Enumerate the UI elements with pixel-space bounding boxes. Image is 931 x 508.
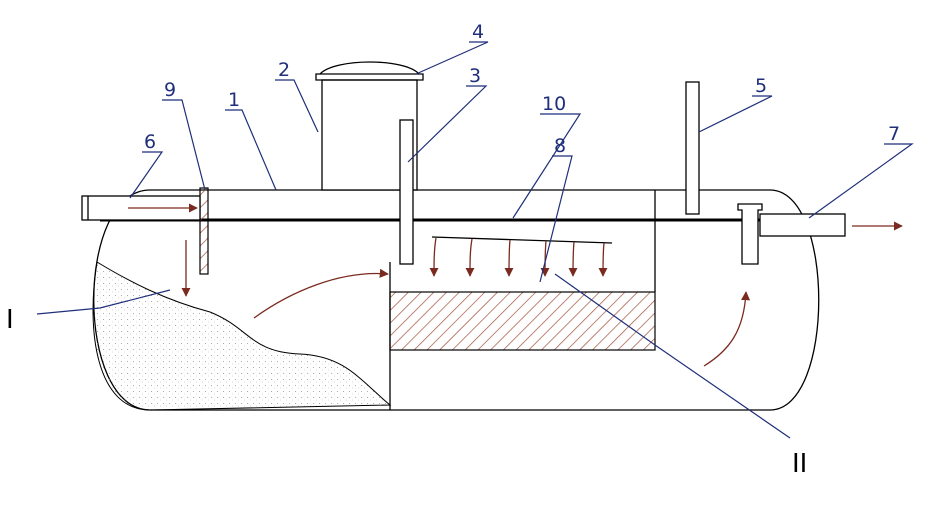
sediment-zone-I: [92, 261, 392, 411]
leader-lines: [36, 41, 914, 439]
riser-cap: [315, 61, 424, 81]
label-2: 2: [278, 59, 290, 81]
distribution-flow-arrows: [429, 237, 608, 277]
deflector-plate: [199, 187, 209, 275]
baffle-plate: [399, 119, 414, 265]
outlet-pipe: [759, 213, 846, 237]
distribution-pipe: [431, 236, 613, 244]
rising-flow-arrow: [703, 291, 751, 367]
label-3: 3: [469, 65, 481, 87]
transfer-flow-arrow: [253, 268, 389, 319]
label-9: 9: [164, 79, 176, 101]
label-10: 10: [542, 93, 566, 115]
label-8: 8: [554, 135, 566, 157]
label-6: 6: [144, 131, 156, 153]
zone-label-I: I: [6, 305, 14, 335]
vent-pipe: [685, 81, 700, 215]
label-1: 1: [228, 89, 240, 111]
label-4: 4: [472, 21, 484, 43]
label-7: 7: [888, 123, 900, 145]
filter-bed: [389, 291, 656, 351]
label-5: 5: [755, 75, 767, 97]
outlet-tee: [737, 203, 763, 265]
zone-label-II: II: [792, 449, 807, 479]
